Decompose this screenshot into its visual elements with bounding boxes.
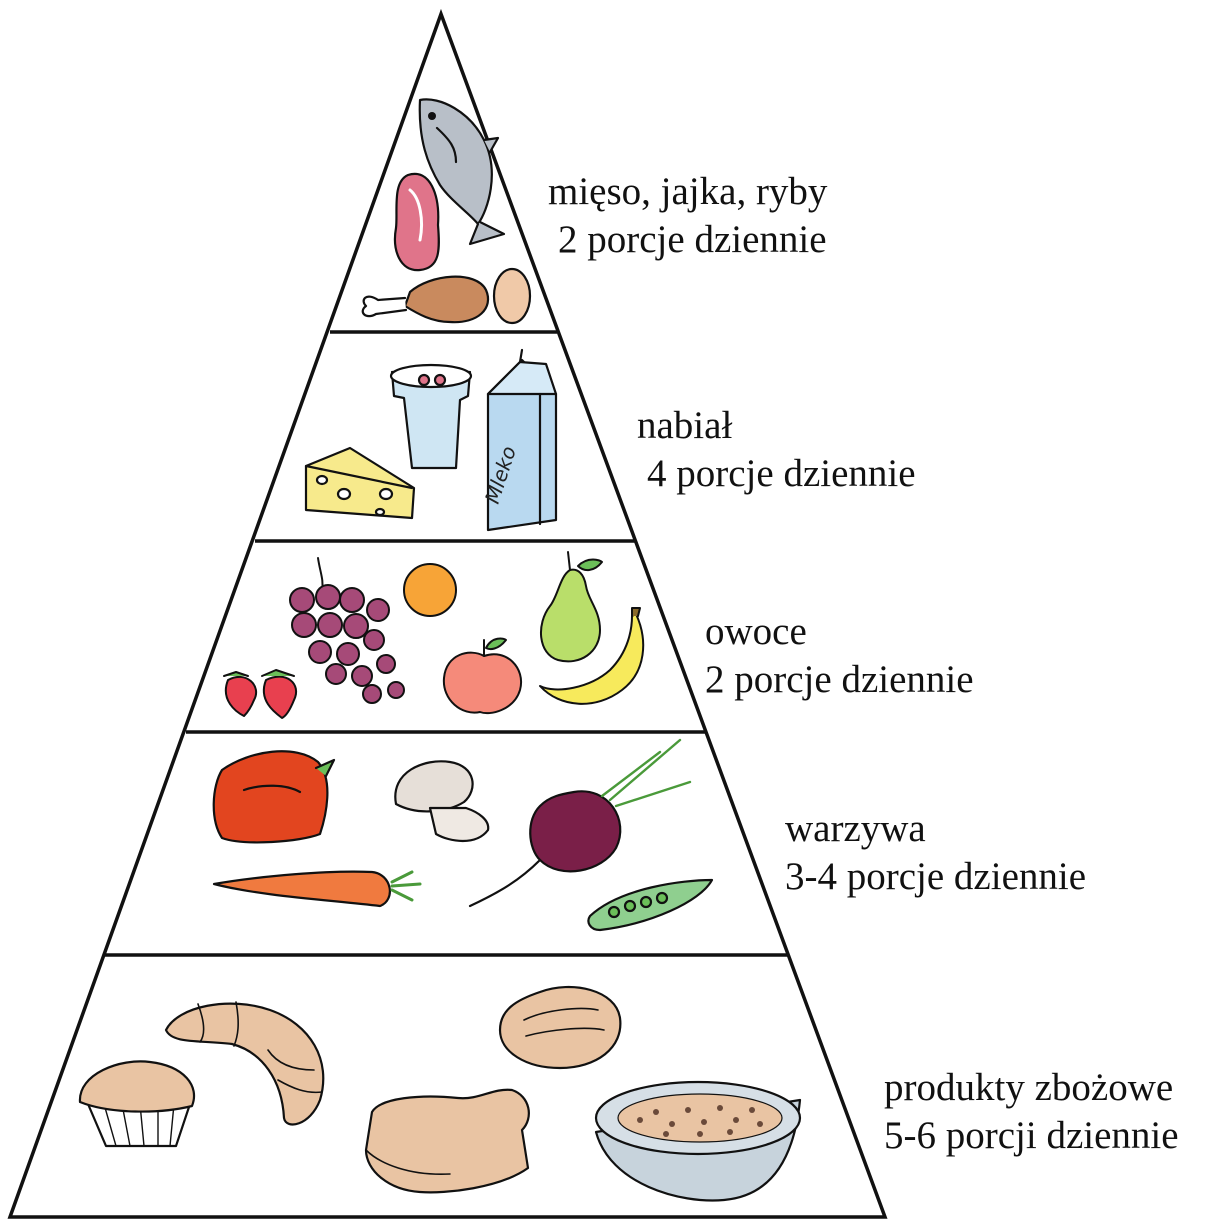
tier-4-portions: 3-4 porcje dziennie [785,853,1086,901]
beetroot-icon [470,740,690,906]
pear-icon [541,552,602,661]
bread-slice-icon [366,1090,529,1193]
tier-5-portions: 5-6 porcji dziennie [884,1112,1179,1160]
pea-pod-icon [588,880,712,930]
tier-4-category: warzywa [785,805,1086,853]
orange-icon [404,564,456,616]
milk-carton-icon: Mleko [480,350,556,530]
chicken-leg-icon [363,277,488,323]
steak-icon [395,174,439,270]
egg-icon [494,269,530,323]
bell-pepper-icon [214,751,334,842]
tier-5-label: produkty zbożowe 5-6 porcji dziennie [884,1064,1179,1160]
tier-1-portions: 2 porcje dziennie [548,216,827,264]
apple-icon [444,638,521,713]
tier-2-label: nabiał 4 porcje dziennie [637,402,916,498]
strawberry-icon [224,670,296,718]
tier-3-label: owoce 2 porcje dziennie [705,608,974,704]
tier-1-category: mięso, jajka, ryby [548,168,827,216]
tier-vegetables [214,740,712,930]
tier-4-label: warzywa 3-4 porcje dziennie [785,805,1086,901]
tier-3-portions: 2 porcje dziennie [705,656,974,704]
yogurt-cup-icon [391,365,471,468]
mushroom-icon [395,761,488,841]
tier-3-category: owoce [705,608,974,656]
tier-meat-eggs-fish [363,99,530,323]
cheese-icon [306,448,414,518]
muffin-icon [80,1061,194,1146]
tier-2-category: nabiał [637,402,916,450]
carrot-icon [214,872,420,906]
tier-grains [80,987,800,1200]
grapes-icon [290,558,404,703]
bread-roll-icon [500,987,620,1068]
tier-dairy: Mleko [306,350,556,530]
cereal-bowl-icon [596,1082,800,1200]
tier-2-portions: 4 porcje dziennie [637,450,916,498]
tier-5-category: produkty zbożowe [884,1064,1179,1112]
tier-fruits [224,552,643,718]
tier-1-label: mięso, jajka, ryby 2 porcje dziennie [548,168,827,264]
